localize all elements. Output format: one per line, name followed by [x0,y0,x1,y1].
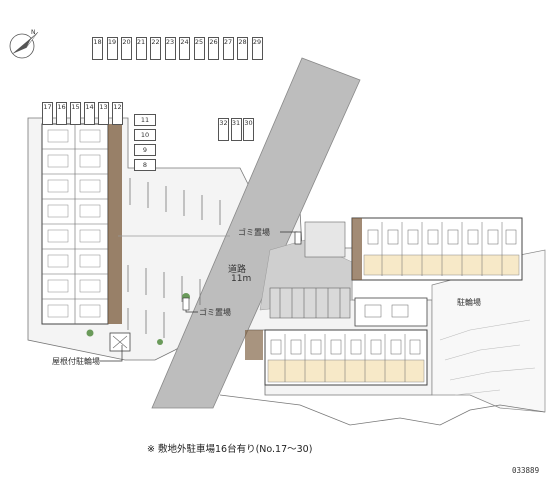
parking-stall: 28 [237,37,248,60]
parking-lot [118,178,230,338]
parking-stall: 8 [134,159,156,171]
right-lower-building [245,297,428,386]
bike-parking-label: 駐輪場 [457,298,481,307]
parking-stall: 16 [56,102,67,125]
left-building [41,123,122,325]
parking-stall: 9 [134,144,156,156]
parking-stall: 31 [230,118,242,141]
covered-bike-parking-label: 屋根付駐輪場 [52,357,100,366]
parking-stall: 29 [251,37,263,60]
parking-stall: 32 [218,118,229,141]
parking-stall: 18 [92,37,103,60]
parking-stall: 26 [208,37,219,60]
right-upper-building [351,217,523,281]
parking-stall: 19 [106,37,118,60]
parking-stall: 20 [121,37,132,60]
parking-stall: 24 [179,37,190,60]
parking-stall: 15 [70,102,81,125]
parking-stall: 12 [112,102,123,125]
parking-stall: 30 [243,118,254,141]
parking-stall: 22 [150,37,161,60]
parking-stall: 25 [193,37,205,60]
svg-text:N: N [31,29,36,36]
garbage-label-top: ゴミ置場 [238,228,270,237]
road [151,57,361,409]
garbage-label-bottom: ゴミ置場 [199,308,231,317]
road-width-label: 11m [231,274,252,284]
property-code: 033889 [512,466,540,475]
footnote: ※ 敷地外駐車場16台有り(No.17〜30) [147,444,313,455]
parking-stall: 11 [134,114,156,126]
north-arrow-icon: N [9,29,39,59]
parking-stall: 27 [222,37,234,60]
parking-stall: 13 [98,102,109,125]
parking-stall: 14 [84,102,95,125]
parking-stall: 21 [135,37,147,60]
parking-stall: 17 [42,102,53,125]
parking-stall: 10 [134,129,156,141]
road-label: 道路 [228,265,247,275]
parking-stall: 23 [164,37,176,60]
center-parking [269,221,351,319]
